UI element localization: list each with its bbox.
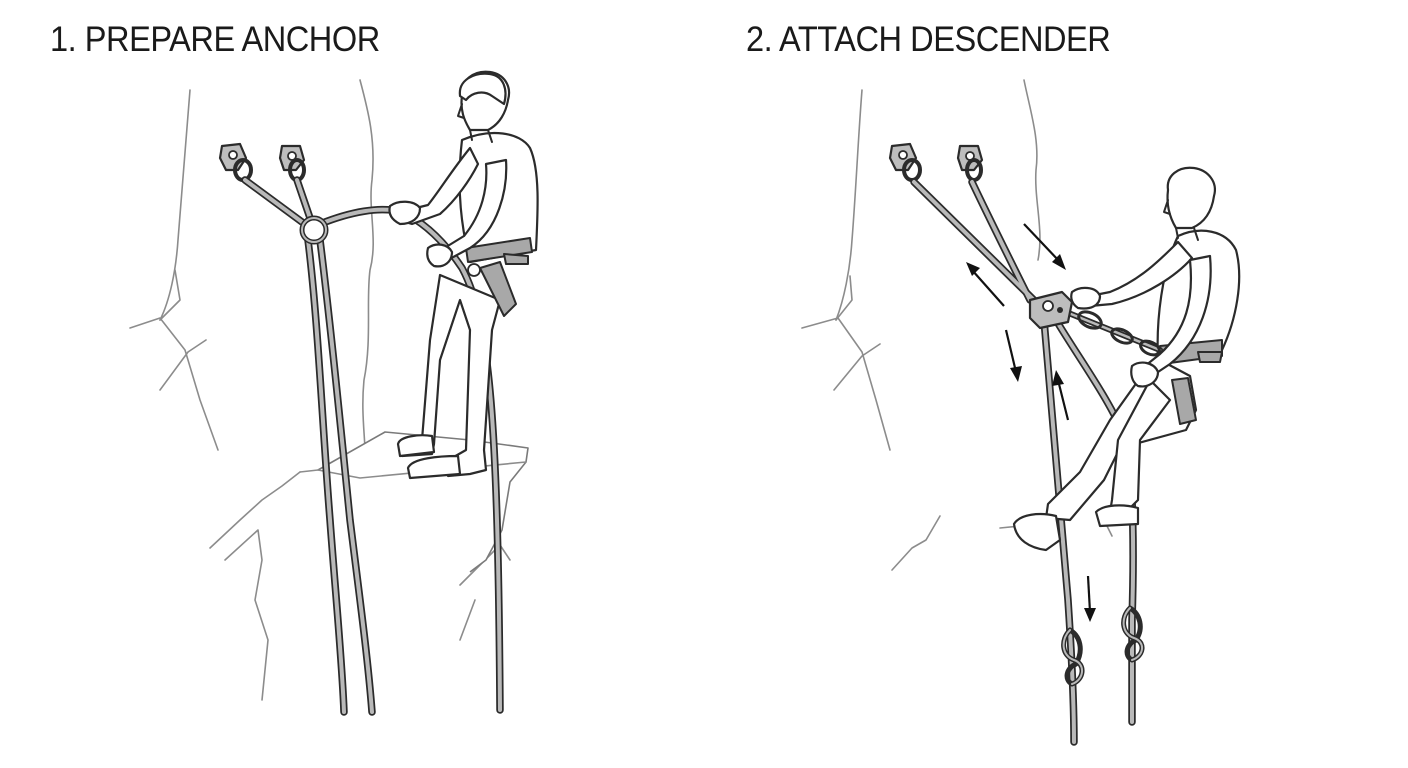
anchor-bolt-icon bbox=[888, 142, 922, 182]
rappel-ropes bbox=[910, 178, 1137, 746]
figure-eight-knot-icon bbox=[1121, 605, 1145, 663]
figure-eight-knot-icon bbox=[1061, 627, 1085, 687]
anchor-bolt-icon bbox=[956, 144, 984, 182]
step-2-illustration bbox=[801, 79, 1241, 746]
direction-arrow-icon bbox=[1004, 329, 1022, 382]
direction-arrow-icon bbox=[1084, 575, 1096, 622]
step-1-illustration bbox=[129, 70, 539, 716]
climber-figure bbox=[1012, 166, 1241, 552]
anchor-bolt-icon bbox=[278, 144, 306, 182]
direction-arrow-icon bbox=[1023, 223, 1066, 270]
step-2-title: 2. ATTACH DESCENDER bbox=[746, 20, 1111, 59]
cliff-face-right bbox=[801, 79, 1113, 571]
climber-figure bbox=[388, 70, 539, 480]
descender-device-icon bbox=[1028, 290, 1074, 330]
carabiner-icon bbox=[1063, 309, 1163, 357]
direction-arrow-icon bbox=[966, 262, 1005, 307]
anchor-bolt-icon bbox=[218, 142, 253, 182]
step-1-title: 1. PREPARE ANCHOR bbox=[50, 20, 380, 59]
direction-arrow-icon bbox=[1052, 370, 1070, 421]
anchor-ropes bbox=[241, 176, 504, 716]
rappel-ring-icon bbox=[299, 215, 329, 245]
